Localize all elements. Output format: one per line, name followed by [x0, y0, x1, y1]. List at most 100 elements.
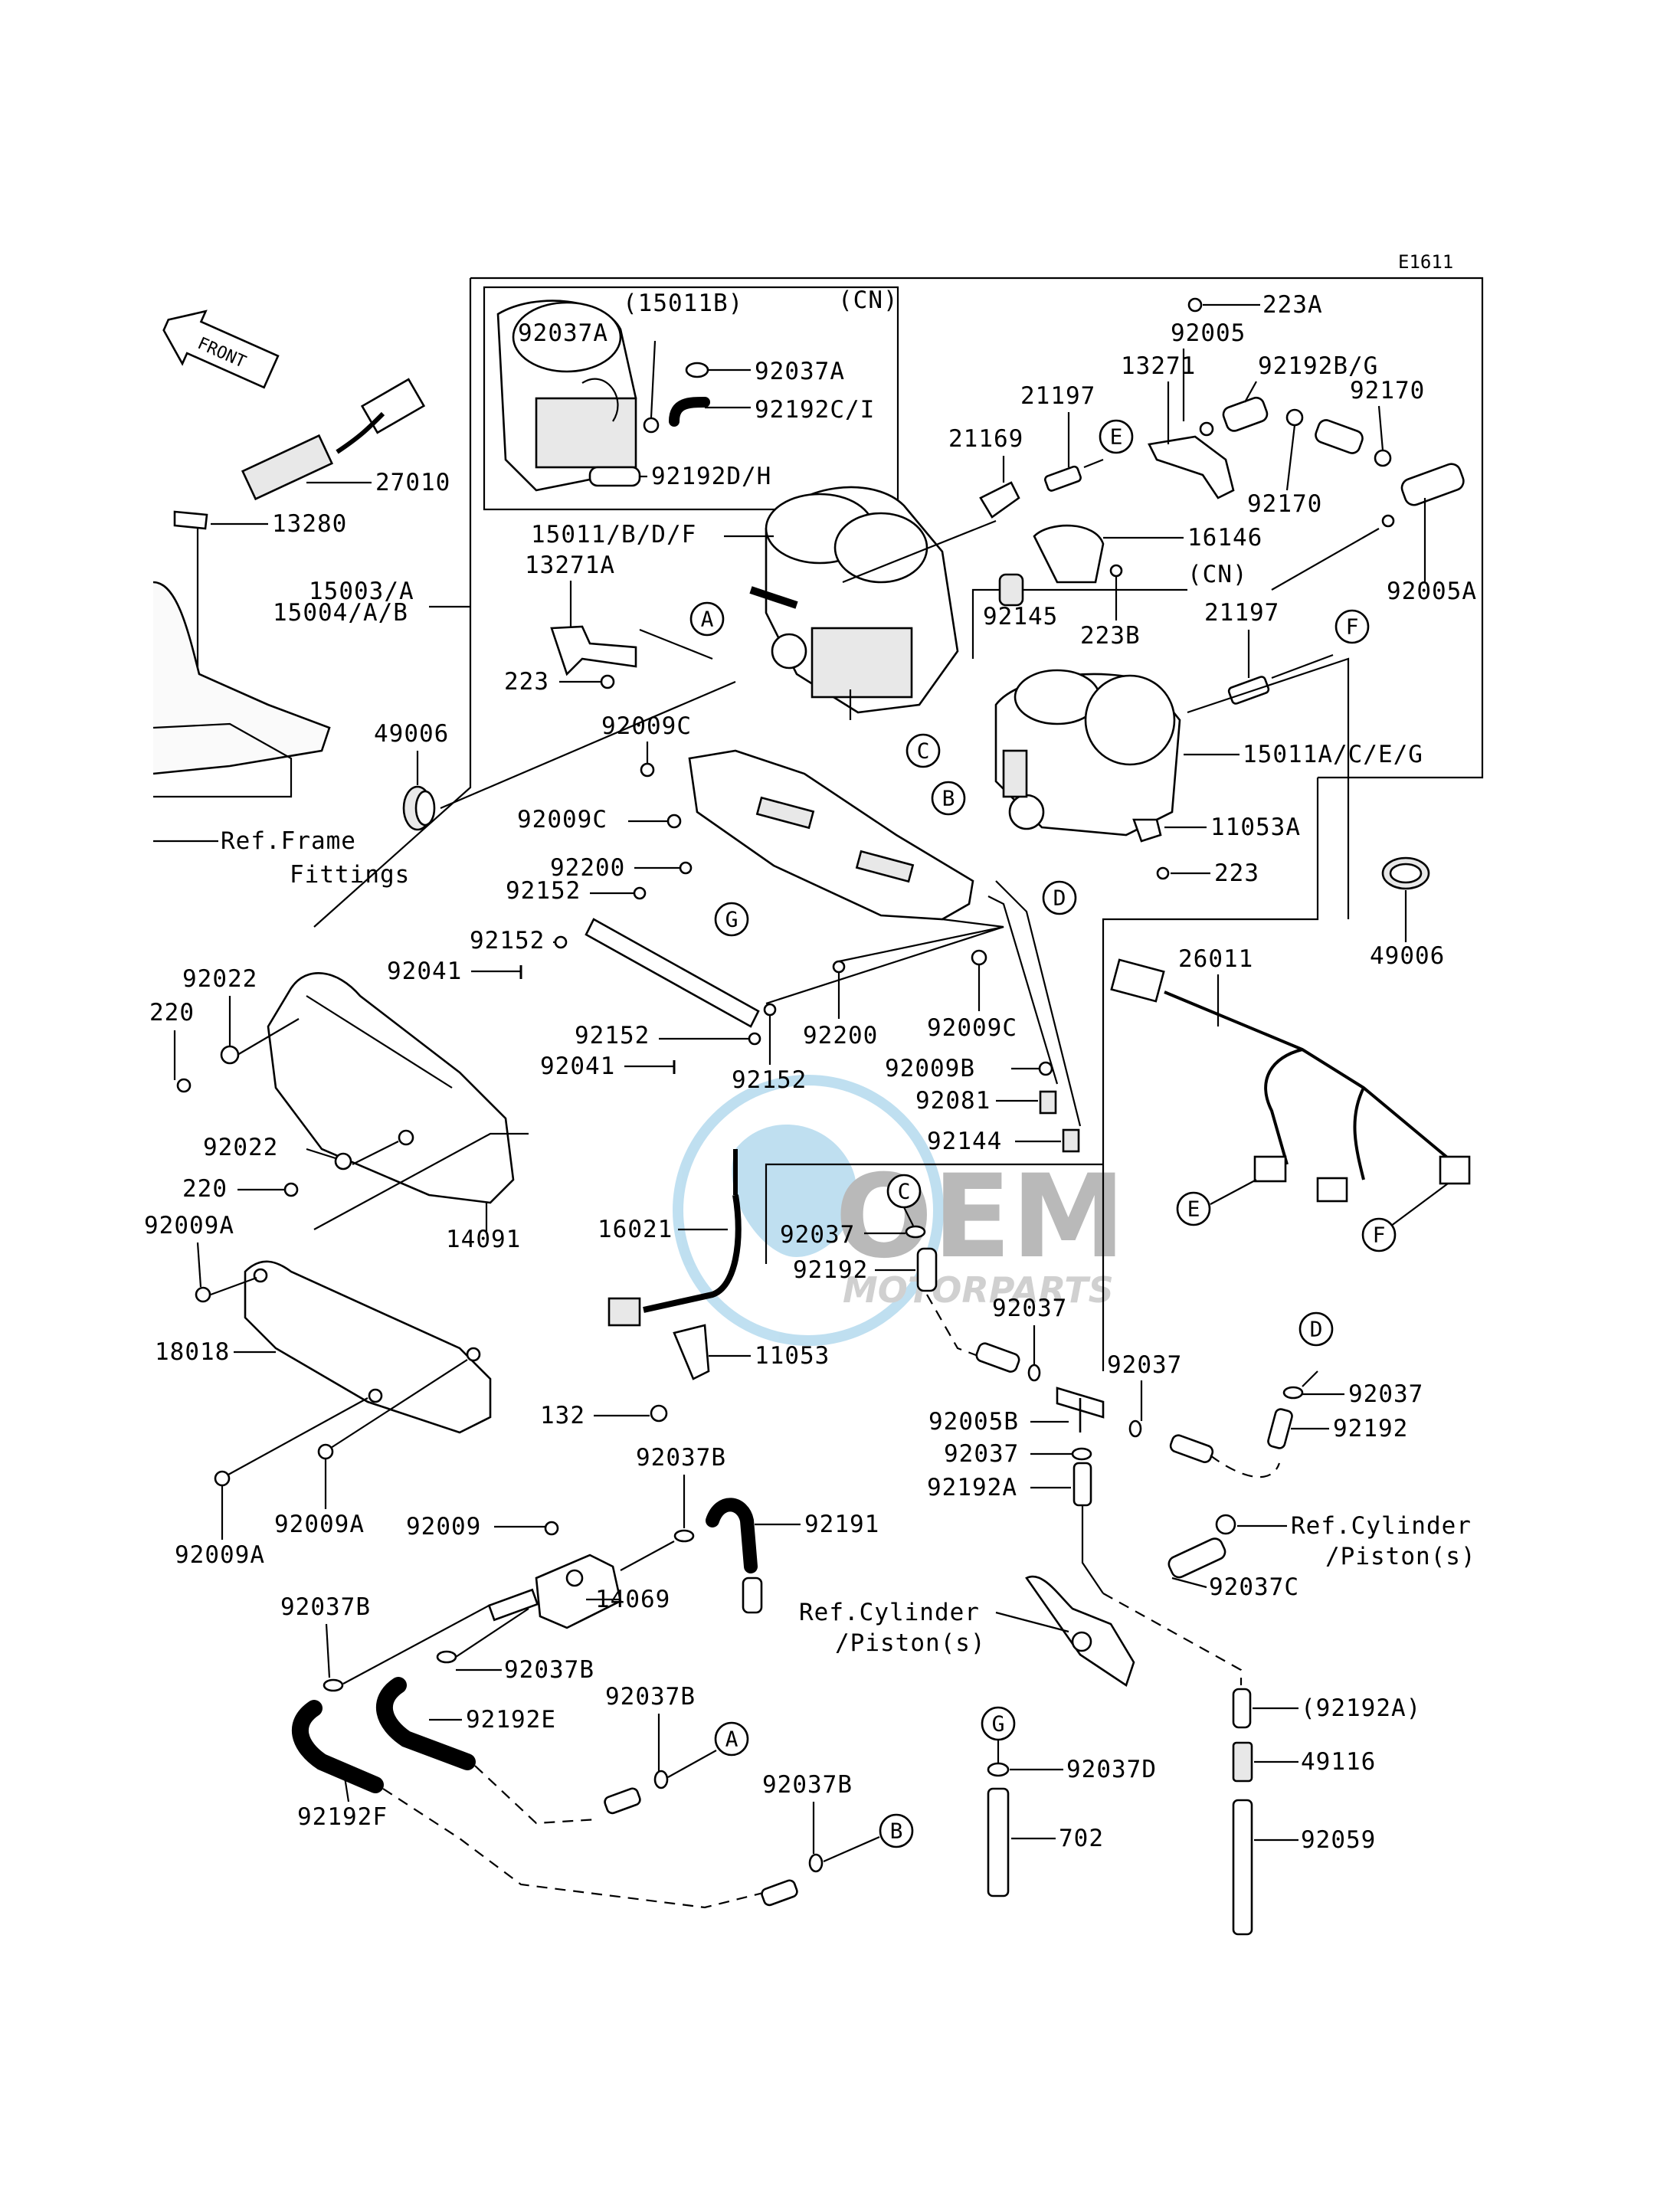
callout-D1-text: D — [1053, 886, 1066, 911]
leader-92192F — [343, 1776, 350, 1802]
label-92009C-2: 92009C — [517, 806, 607, 833]
cover-14091 — [267, 972, 515, 1204]
label-92009C-3: 92009C — [927, 1014, 1017, 1042]
throttle-body-assembly — [994, 669, 1181, 837]
front-arrow-shape — [162, 309, 280, 389]
part-16146 — [1033, 524, 1105, 584]
label-223B: 223B — [1080, 622, 1141, 650]
pump-14069 — [487, 1554, 622, 1629]
leader-92037B-5-link — [342, 1604, 491, 1685]
washer-92200-2 — [832, 960, 846, 974]
label-92037C: 92037C — [1209, 1573, 1299, 1601]
watermark-globe-icon — [673, 1075, 944, 1346]
leader-bracket-link — [639, 628, 713, 660]
throttle-linkage — [1008, 794, 1045, 830]
label-49006-1: 49006 — [374, 720, 449, 748]
insulator-inner — [414, 790, 436, 827]
label-92192-1: 92192 — [793, 1256, 868, 1284]
main-frame-right — [1102, 778, 1319, 1371]
callout-D1: D — [1042, 880, 1077, 915]
label-92152-2: 92152 — [470, 927, 545, 954]
label-92005A: 92005A — [1387, 578, 1477, 605]
plenum-plate — [688, 749, 974, 921]
bolt-132 — [650, 1404, 668, 1423]
plug-49116 — [1232, 1741, 1253, 1783]
bolt-92009C-3 — [971, 949, 987, 966]
leader-92037A-1 — [650, 340, 657, 418]
connector-wire — [336, 411, 385, 454]
clip-92037-2 — [1027, 1364, 1041, 1382]
hose-dash-E — [474, 1765, 598, 1825]
bracket-11053 — [673, 1324, 710, 1380]
leader-harness-E — [1210, 1179, 1257, 1205]
connector-block — [241, 434, 334, 501]
harness-plug-mid — [1316, 1177, 1348, 1203]
leader-spring-link-2 — [995, 880, 1082, 1127]
hose-dash-2 — [1210, 1455, 1281, 1478]
label-ref-cyl-1a: Ref.Cylinder — [1291, 1512, 1472, 1540]
label-92152-1: 92152 — [506, 877, 581, 905]
screw-223B — [1109, 564, 1123, 578]
watermark-sub: MOTORPARTS — [843, 1269, 1114, 1311]
clip-92037B-1 — [673, 1529, 695, 1543]
watermark-continent-icon — [732, 1124, 857, 1257]
label-92041-2: 92041 — [540, 1053, 615, 1080]
harness-plug-E — [1253, 1155, 1287, 1183]
bolt-92009A-1 — [195, 1286, 211, 1303]
cover-18018 — [244, 1260, 492, 1434]
front-arrow-icon: FRONT — [162, 309, 280, 389]
label-92037A-2: 92037A — [755, 358, 845, 385]
label-92037-3: 92037 — [1107, 1351, 1182, 1379]
hose-dash-F — [382, 1788, 767, 1909]
callout-F2-text: F — [1373, 1223, 1386, 1248]
leader-21197-to-E — [1083, 458, 1104, 469]
label-14091: 14091 — [446, 1226, 521, 1253]
callout-G2: G — [981, 1706, 1016, 1741]
harness-26011 — [1110, 958, 1471, 1203]
label-ref-frame-2: Fittings — [290, 861, 410, 889]
label-220-2: 220 — [182, 1175, 228, 1203]
sensor-21197-2 — [1227, 676, 1270, 705]
label-223-2: 223 — [1214, 859, 1259, 887]
clip-92037D — [987, 1762, 1010, 1777]
label-92005: 92005 — [1171, 319, 1246, 347]
leader-strut-link — [765, 925, 1004, 1005]
hose-92192E — [376, 1677, 476, 1770]
washer-92022-1 — [220, 1045, 240, 1065]
label-92005B: 92005B — [928, 1408, 1019, 1436]
inset-carburetor — [496, 300, 637, 492]
callout-C2: C — [886, 1174, 922, 1209]
label-27010: 27010 — [375, 469, 450, 496]
leader-92009A-1-link — [210, 1276, 257, 1296]
clip-92037-4 — [1071, 1447, 1092, 1461]
hose-dash-92192A — [1102, 1593, 1243, 1685]
callout-C1: C — [905, 733, 941, 768]
clip-92037B-5 — [323, 1678, 344, 1692]
label-ref-frame-1: Ref.Frame — [221, 827, 356, 855]
fitting-92192BG — [1222, 396, 1269, 432]
carb-bore-2 — [833, 512, 928, 584]
leader-92037B-5 — [325, 1623, 331, 1678]
label-15011B: (15011B) — [623, 290, 743, 317]
leader-B2 — [823, 1835, 880, 1863]
washer-92152-3 — [748, 1032, 761, 1046]
label-16146: 16146 — [1187, 524, 1262, 552]
inset-carb-base — [535, 397, 637, 469]
label-92152-4: 92152 — [732, 1066, 807, 1094]
label-92022-2: 92022 — [203, 1134, 278, 1161]
inset-hose-1 — [669, 397, 710, 427]
label-702: 702 — [1059, 1825, 1104, 1852]
leader-21169-link — [842, 519, 997, 584]
label-92009C-1: 92009C — [601, 712, 692, 740]
callout-B1: B — [931, 781, 966, 816]
label-223A: 223A — [1262, 291, 1323, 319]
bracket-13271 — [1148, 435, 1235, 499]
clip-13280 — [173, 510, 208, 530]
callout-B1-text: B — [942, 786, 955, 811]
cover-18018-hole-1 — [253, 1268, 268, 1283]
tube-92059 — [1232, 1799, 1253, 1936]
bolt-223A — [1187, 297, 1203, 313]
insulator-right-inner — [1389, 863, 1423, 884]
label-49006-2: 49006 — [1370, 942, 1445, 970]
plenum-rib-2 — [855, 850, 915, 883]
